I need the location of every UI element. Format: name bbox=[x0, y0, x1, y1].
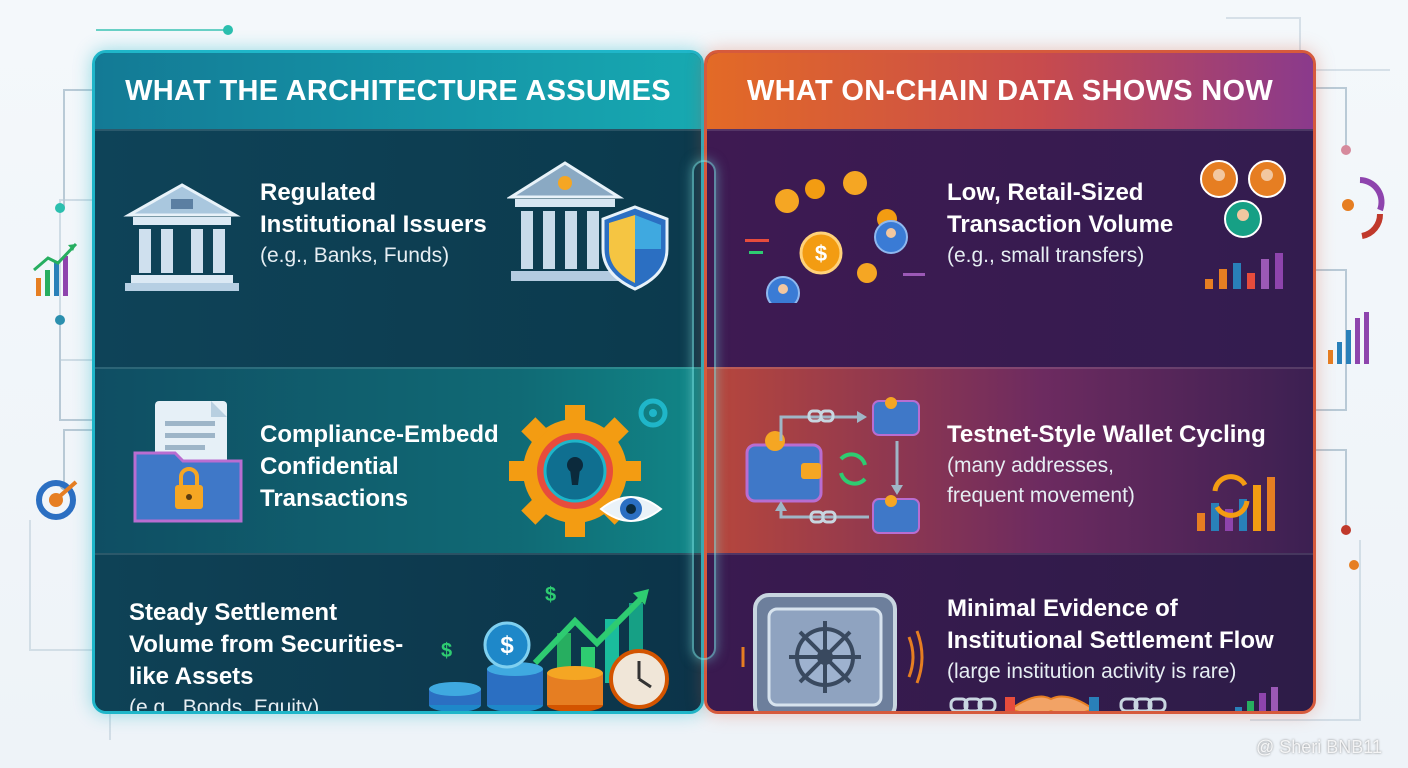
wallet-cycle-icon bbox=[745, 397, 920, 534]
document-folder-lock-icon bbox=[133, 401, 243, 523]
coins-users-icon: $ bbox=[745, 171, 925, 303]
vault-icon bbox=[741, 593, 924, 711]
refresh-chart-icon bbox=[1197, 474, 1275, 531]
svg-text:$: $ bbox=[815, 241, 827, 266]
small-gear-icon bbox=[638, 398, 668, 428]
steady-settlement-text: Steady Settlement Volume from Securities… bbox=[129, 597, 404, 714]
side-chart-right bbox=[1328, 312, 1369, 364]
bank-shield-icon bbox=[507, 161, 669, 291]
compliance-text: Compliance-Embedd Confidential Transacti… bbox=[260, 419, 499, 515]
architecture-assumes-panel: WHAT THE ARCHITECTURE ASSUMES Regulated … bbox=[92, 50, 704, 714]
item-title-line: Testnet-Style Wallet Cycling bbox=[947, 421, 1266, 448]
users-bar-chart-icon bbox=[1200, 160, 1286, 289]
item-title-line: like Assets bbox=[129, 663, 254, 690]
card-compliance-confidential: Compliance-Embedd Confidential Transacti… bbox=[95, 367, 701, 553]
item-subtitle: frequent movement) bbox=[947, 484, 1135, 507]
item-title-line: Institutional Issuers bbox=[260, 211, 487, 238]
item-title-line: Regulated bbox=[260, 179, 377, 206]
item-title-line: Compliance-Embedd bbox=[260, 421, 499, 448]
coin-stacks-icon: $ bbox=[429, 621, 603, 711]
bar-chart-icon bbox=[1235, 687, 1278, 711]
item-title-line: Minimal Evidence of bbox=[947, 595, 1178, 622]
card-wallet-cycling: Testnet-Style Wallet Cycling (many addre… bbox=[707, 367, 1313, 553]
item-title-line: Transactions bbox=[260, 485, 409, 512]
ring-icon-deco bbox=[1359, 177, 1385, 239]
card-steady-settlement: Steady Settlement Volume from Securities… bbox=[95, 553, 701, 714]
item-subtitle: (e.g., Bonds, Equity) bbox=[129, 696, 320, 714]
item-subtitle: (large institution activity is rare) bbox=[947, 660, 1237, 683]
retail-volume-text: Low, Retail-Sized Transaction Volume (e.… bbox=[947, 177, 1173, 271]
item-title-line: Steady Settlement bbox=[129, 599, 338, 626]
coin-stacks-growth-icon: $ $ $ bbox=[429, 584, 669, 711]
target-icon-deco bbox=[36, 480, 78, 520]
card-minimal-evidence: Minimal Evidence of Institutional Settle… bbox=[707, 553, 1313, 711]
card-regulated-issuers: Regulated Institutional Issuers (e.g., B… bbox=[95, 129, 701, 367]
item-title-line: Confidential bbox=[260, 453, 399, 480]
item-title-line: Transaction Volume bbox=[947, 211, 1174, 238]
clock-icon bbox=[609, 649, 669, 709]
regulated-issuers-text: Regulated Institutional Issuers (e.g., B… bbox=[260, 177, 487, 271]
svg-text:$: $ bbox=[441, 640, 452, 662]
bank-icon bbox=[123, 183, 241, 291]
svg-text:$: $ bbox=[545, 584, 556, 606]
minimal-evidence-text: Minimal Evidence of Institutional Settle… bbox=[947, 593, 1274, 687]
wallet-cycling-text: Testnet-Style Wallet Cycling (many addre… bbox=[947, 419, 1266, 511]
item-subtitle: (e.g., small transfers) bbox=[947, 244, 1145, 267]
side-chart-left bbox=[33, 242, 78, 296]
left-panel-header: WHAT THE ARCHITECTURE ASSUMES bbox=[95, 53, 701, 129]
item-subtitle: (e.g., Banks, Funds) bbox=[260, 244, 450, 267]
item-title-line: Volume from Securities- bbox=[129, 631, 404, 658]
item-title-line: Low, Retail-Sized bbox=[947, 179, 1144, 206]
item-subtitle: (many addresses, bbox=[947, 454, 1114, 477]
right-panel-header: WHAT ON-CHAIN DATA SHOWS NOW bbox=[707, 53, 1313, 129]
svg-text:$: $ bbox=[500, 632, 514, 659]
center-divider bbox=[692, 160, 716, 660]
gear-keyhole-eye-icon bbox=[509, 398, 668, 537]
on-chain-data-panel: WHAT ON-CHAIN DATA SHOWS NOW $ Low, Reta… bbox=[704, 50, 1316, 714]
watermark-text: @ Sheri BNB11 bbox=[1256, 737, 1382, 757]
item-title-line: Institutional Settlement Flow bbox=[947, 627, 1274, 654]
card-retail-volume: $ Low, Retail-Sized Transaction Volume (… bbox=[707, 129, 1313, 367]
handshake-chain-icon bbox=[949, 695, 1167, 711]
